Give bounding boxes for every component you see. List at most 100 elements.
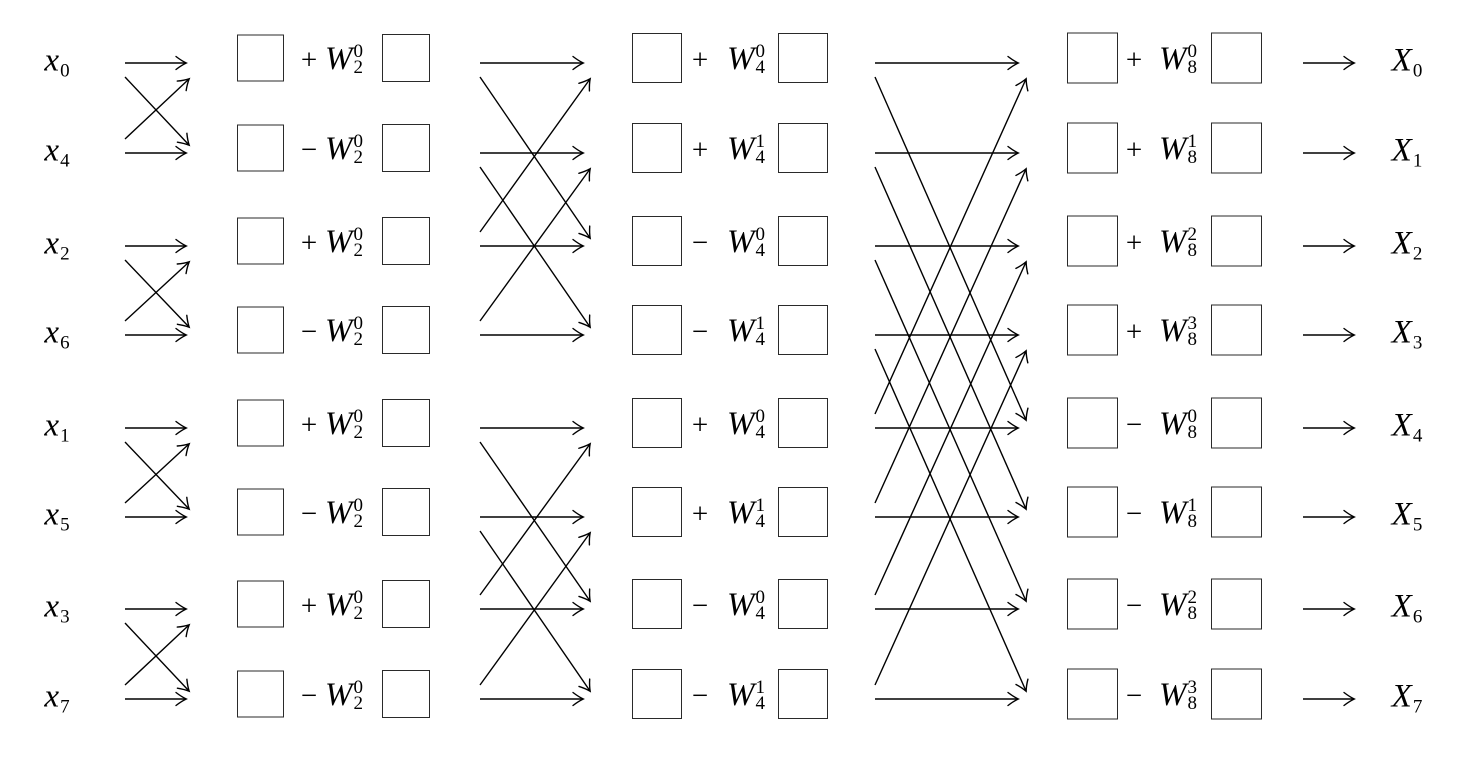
stage1-right-operand-box bbox=[382, 580, 430, 628]
input-label: x7 bbox=[44, 678, 70, 718]
stage1-operator: + bbox=[300, 226, 318, 259]
flow-arrow bbox=[124, 260, 191, 322]
flow-arrow bbox=[124, 259, 191, 329]
stage1-operator: − bbox=[300, 133, 318, 166]
stage3-operator: + bbox=[1125, 133, 1143, 166]
output-label: X5 bbox=[1391, 496, 1423, 536]
stage2-left-operand-box bbox=[632, 487, 682, 537]
stage2-operator: − bbox=[691, 589, 709, 622]
flow-arrow bbox=[874, 348, 1029, 693]
stage3-operator: + bbox=[1125, 226, 1143, 259]
stage1-left-operand-box bbox=[237, 306, 284, 354]
stage2-left-operand-box bbox=[632, 669, 682, 719]
input-label: x3 bbox=[44, 588, 70, 628]
stage2-operator: + bbox=[691, 133, 709, 166]
input-label: x5 bbox=[44, 496, 70, 536]
stage3-operator: − bbox=[1125, 679, 1143, 712]
output-label: X1 bbox=[1391, 132, 1423, 172]
output-label: X0 bbox=[1391, 42, 1423, 82]
stage2-operator: − bbox=[691, 315, 709, 348]
stage1-operator: − bbox=[300, 497, 318, 530]
flow-arrow bbox=[874, 77, 1029, 415]
flow-arrow bbox=[479, 77, 592, 233]
stage2-left-operand-box bbox=[632, 216, 682, 266]
stage2-operator: + bbox=[691, 497, 709, 530]
output-label: X2 bbox=[1391, 225, 1423, 265]
flow-arrow bbox=[479, 441, 592, 603]
input-label: x2 bbox=[44, 225, 70, 265]
stage2-left-operand-box bbox=[632, 33, 682, 83]
output-label: X4 bbox=[1391, 407, 1423, 447]
flow-arrow bbox=[479, 76, 592, 240]
stage2-left-operand-box bbox=[632, 305, 682, 355]
flow-arrow bbox=[874, 260, 1029, 596]
stage1-operator: + bbox=[300, 589, 318, 622]
stage2-operator: − bbox=[691, 226, 709, 259]
flow-arrow bbox=[479, 442, 592, 596]
stage2-right-operand-box bbox=[778, 579, 828, 629]
stage3-right-operand-box bbox=[1211, 122, 1262, 174]
stage1-right-operand-box bbox=[382, 217, 430, 265]
flow-arrow bbox=[479, 530, 592, 693]
stage1-right-operand-box bbox=[382, 306, 430, 354]
flow-arrow bbox=[124, 623, 191, 686]
stage1-operator: + bbox=[300, 43, 318, 76]
stage3-right-operand-box bbox=[1211, 32, 1262, 84]
stage3-left-operand-box bbox=[1067, 486, 1118, 538]
stage1-right-operand-box bbox=[382, 124, 430, 172]
flow-arrow bbox=[124, 442, 191, 504]
stage1-operator: − bbox=[300, 679, 318, 712]
flow-arrow bbox=[874, 166, 1029, 511]
stage1-left-operand-box bbox=[237, 399, 284, 447]
stage1-right-operand-box bbox=[382, 399, 430, 447]
stage1-left-operand-box bbox=[237, 580, 284, 628]
stage3-right-operand-box bbox=[1211, 304, 1262, 356]
input-label: x1 bbox=[44, 407, 70, 447]
stage2-right-operand-box bbox=[778, 305, 828, 355]
flow-arrow bbox=[874, 167, 1029, 504]
stage2-right-operand-box bbox=[778, 398, 828, 448]
stage3-left-operand-box bbox=[1067, 304, 1118, 356]
flow-arrow bbox=[479, 166, 592, 329]
stage3-operator: − bbox=[1125, 589, 1143, 622]
output-label: X7 bbox=[1391, 678, 1423, 718]
stage3-left-operand-box bbox=[1067, 122, 1118, 174]
stage3-left-operand-box bbox=[1067, 32, 1118, 84]
input-label: x4 bbox=[44, 132, 70, 172]
flow-arrow bbox=[124, 441, 191, 511]
flow-arrow bbox=[874, 259, 1029, 603]
stage3-operator: − bbox=[1125, 497, 1143, 530]
stage1-right-operand-box bbox=[382, 488, 430, 536]
stage3-right-operand-box bbox=[1211, 397, 1262, 449]
stage2-operator: − bbox=[691, 679, 709, 712]
stage2-left-operand-box bbox=[632, 579, 682, 629]
flow-arrow bbox=[124, 622, 191, 693]
stage2-right-operand-box bbox=[778, 123, 828, 173]
stage3-right-operand-box bbox=[1211, 578, 1262, 630]
stage1-right-operand-box bbox=[382, 670, 430, 718]
stage2-left-operand-box bbox=[632, 398, 682, 448]
stage1-left-operand-box bbox=[237, 488, 284, 536]
flow-arrow bbox=[124, 76, 191, 147]
output-label: X6 bbox=[1391, 588, 1423, 628]
stage3-left-operand-box bbox=[1067, 215, 1118, 267]
